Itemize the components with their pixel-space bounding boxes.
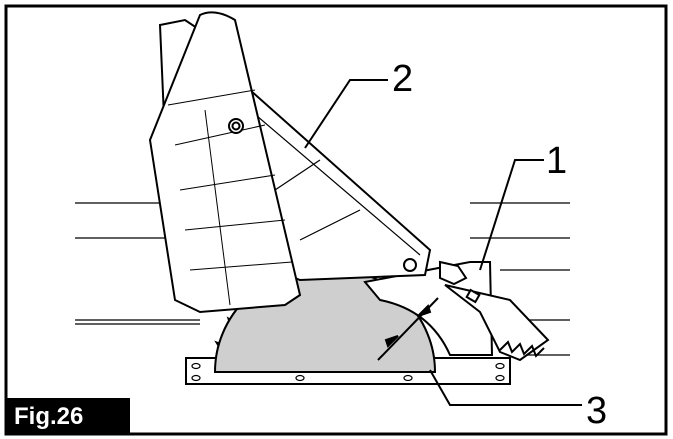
callout-number-2: 2 <box>392 58 414 100</box>
blade-guard <box>148 11 432 314</box>
figure-label: Fig.26 <box>6 398 130 435</box>
callout-number-1: 1 <box>546 140 568 182</box>
leader-lines <box>304 79 582 406</box>
callout-number-3: 3 <box>586 390 608 432</box>
